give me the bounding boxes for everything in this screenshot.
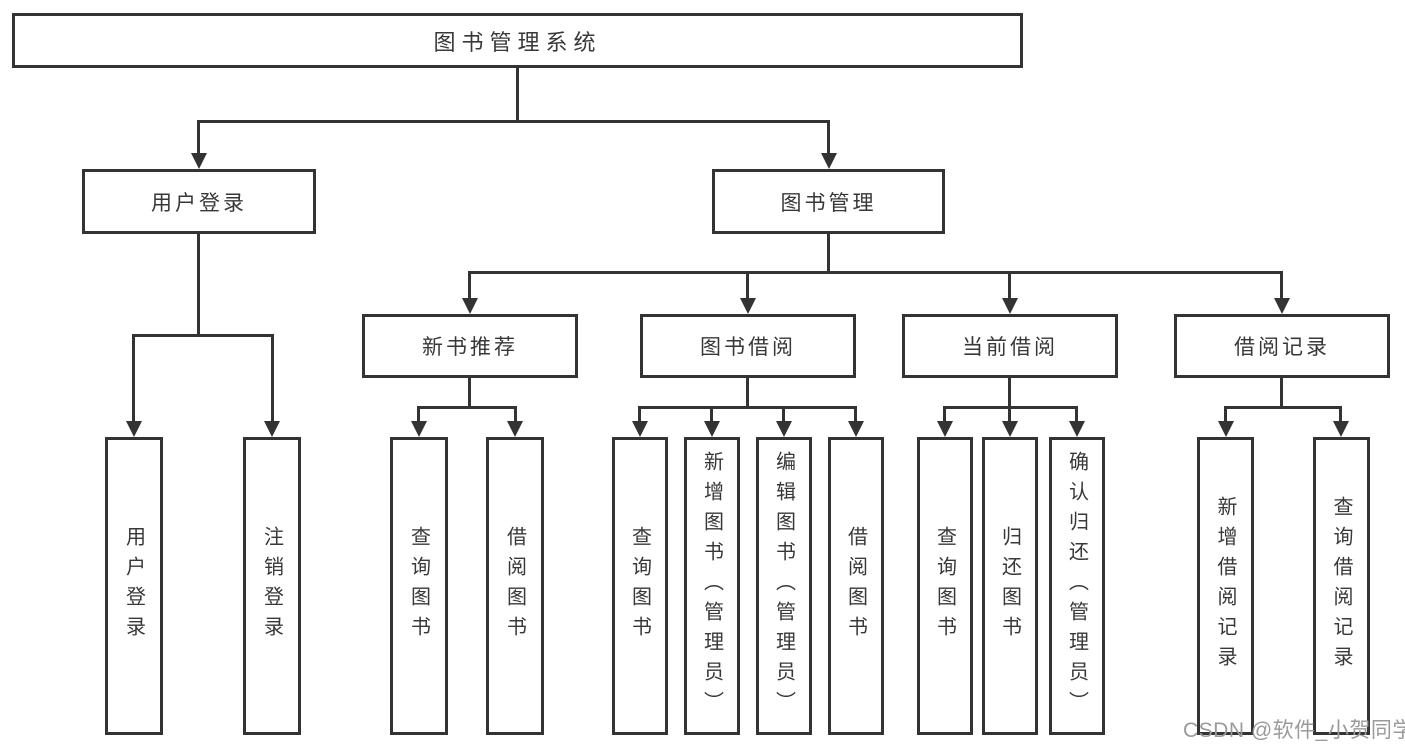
arrowhead-down-icon (632, 421, 648, 437)
connector-vertical (854, 406, 857, 423)
connector-vertical (1339, 406, 1342, 423)
connector-vertical (782, 406, 785, 423)
leaf-user-login: 用户登录 (105, 437, 163, 735)
connector-horizontal (417, 406, 517, 409)
arrowhead-down-icon (821, 153, 837, 169)
arrowhead-down-icon (1333, 421, 1349, 437)
connector-vertical (1008, 271, 1011, 300)
leaf-add-books-admin: 新增图书（管理员） (684, 437, 740, 735)
connector-vertical (1280, 377, 1283, 408)
connector-vertical (1075, 406, 1078, 423)
arrowhead-down-icon (704, 421, 720, 437)
node-book-borrowing: 图书借阅 (640, 314, 856, 378)
arrowhead-down-icon (937, 421, 953, 437)
arrowhead-down-icon (1069, 421, 1085, 437)
leaf-add-borrow-record: 新增借阅记录 (1197, 437, 1254, 735)
connector-vertical (1008, 377, 1011, 408)
connector-horizontal (468, 271, 1283, 274)
leaf-borrow-books-borrowing: 借阅图书 (828, 437, 884, 735)
node-borrowing-records: 借阅记录 (1174, 314, 1390, 378)
connector-vertical (468, 271, 471, 300)
node-new-book-recommend: 新书推荐 (362, 314, 578, 378)
connector-vertical (710, 406, 713, 423)
leaf-borrow-books-recommend: 借阅图书 (486, 437, 544, 735)
arrowhead-down-icon (411, 421, 427, 437)
arrowhead-down-icon (462, 298, 478, 314)
connector-vertical (1008, 406, 1011, 423)
connector-vertical (943, 406, 946, 423)
connector-vertical (197, 233, 200, 336)
connector-vertical (746, 271, 749, 300)
connector-vertical (516, 67, 519, 123)
arrowhead-down-icon (1218, 421, 1234, 437)
node-current-borrowing: 当前借阅 (902, 314, 1118, 378)
connector-vertical (271, 334, 274, 423)
connector-vertical (827, 120, 830, 155)
node-root: 图书管理系统 (12, 13, 1023, 68)
connector-vertical (746, 377, 749, 408)
arrowhead-down-icon (507, 421, 523, 437)
node-book-management: 图书管理 (712, 169, 945, 234)
leaf-query-borrow-record: 查询借阅记录 (1313, 437, 1370, 735)
watermark: CSDN @软件_小贺同学 (1183, 719, 1405, 742)
connector-vertical (1224, 406, 1227, 423)
connector-horizontal (197, 120, 830, 123)
leaf-confirm-return-admin: 确认归还（管理员） (1049, 437, 1105, 735)
arrowhead-down-icon (126, 421, 142, 437)
connector-horizontal (638, 406, 857, 409)
connector-vertical (132, 334, 135, 423)
leaf-query-books-borrowing: 查询图书 (612, 437, 668, 735)
arrowhead-down-icon (264, 421, 280, 437)
leaf-query-books-current: 查询图书 (917, 437, 973, 735)
arrowhead-down-icon (1002, 298, 1018, 314)
connector-horizontal (1224, 406, 1342, 409)
leaf-logout: 注销登录 (243, 437, 301, 735)
connector-vertical (417, 406, 420, 423)
arrowhead-down-icon (191, 153, 207, 169)
node-user-login: 用户登录 (82, 169, 316, 234)
leaf-query-books-recommend: 查询图书 (390, 437, 448, 735)
connector-vertical (827, 233, 830, 273)
connector-vertical (468, 377, 471, 408)
arrowhead-down-icon (1274, 298, 1290, 314)
connector-horizontal (132, 334, 274, 337)
connector-vertical (197, 120, 200, 155)
connector-vertical (638, 406, 641, 423)
connector-vertical (1280, 271, 1283, 300)
leaf-edit-books-admin: 编辑图书（管理员） (756, 437, 812, 735)
arrowhead-down-icon (1002, 421, 1018, 437)
leaf-return-books: 归还图书 (982, 437, 1038, 735)
arrowhead-down-icon (776, 421, 792, 437)
arrowhead-down-icon (740, 298, 756, 314)
connector-vertical (514, 406, 517, 423)
arrowhead-down-icon (848, 421, 864, 437)
